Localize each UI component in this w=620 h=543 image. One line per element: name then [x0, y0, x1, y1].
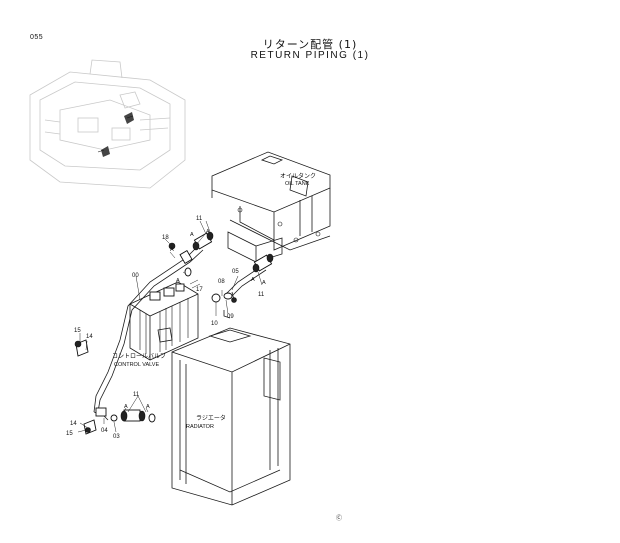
callout-a-5: A: [251, 277, 255, 283]
callout-11-right: 11: [258, 292, 265, 298]
radiator-label-jp: ラジエータ: [196, 414, 226, 422]
callout-15-lower: 15: [66, 431, 73, 437]
callout-15-upper: 15: [74, 328, 81, 334]
radiator: ラジエータ RADIATOR: [171, 327, 291, 506]
callout-11-top: 11: [196, 216, 203, 222]
title-english: RETURN PIPING (1): [250, 50, 370, 61]
callout-a-4: A: [176, 278, 180, 284]
leader-lines: [77, 220, 263, 433]
callout-a-7: A: [124, 404, 128, 410]
hose-top: [192, 231, 214, 251]
callout-03: 03: [113, 434, 120, 440]
control-valve: コントロールバルブ CONTROL VALVE: [112, 281, 199, 368]
callout-a-2: A: [206, 229, 210, 235]
clamp-lower: [83, 419, 97, 435]
page-number: 055: [30, 34, 44, 41]
oil-tank: オイルタンク OIL TANK: [211, 151, 331, 263]
callout-17: 17: [196, 287, 203, 293]
hose-bottom: [120, 409, 156, 423]
callout-11-bottom: 11: [133, 392, 140, 398]
callouts: 11 A A 18 A 00 A 17 05 A A 11 08 09 10 1…: [66, 216, 266, 440]
callout-a-8: A: [146, 404, 150, 410]
tank-return-pipe: [223, 265, 267, 300]
control-valve-label-jp: コントロールバルブ: [112, 352, 166, 360]
oil-tank-label-en: OIL TANK: [285, 181, 310, 187]
title-japanese: リターン配管 (1): [262, 38, 358, 51]
callout-a-6: A: [262, 280, 266, 286]
callout-00: 00: [132, 273, 139, 279]
callout-18: 18: [162, 235, 169, 241]
pipe-fittings: [95, 250, 231, 422]
machine-overview-ghost: [29, 59, 186, 189]
callout-05: 05: [232, 269, 239, 275]
callout-09: 09: [227, 314, 234, 320]
hose-right: [252, 253, 274, 273]
radiator-label-en: RADIATOR: [186, 424, 214, 430]
control-valve-label-en: CONTROL VALVE: [114, 362, 159, 368]
callout-a-3: A: [170, 247, 174, 253]
callout-14-upper: 14: [86, 334, 93, 340]
callout-14-lower: 14: [70, 421, 77, 427]
oil-tank-label-jp: オイルタンク: [280, 172, 316, 180]
callout-04: 04: [101, 428, 108, 434]
footer-mark: Ⓒ: [336, 514, 342, 522]
callout-a-1: A: [190, 232, 194, 238]
callout-10: 10: [211, 321, 218, 327]
clamp-upper: [74, 339, 89, 357]
callout-08: 08: [218, 279, 225, 285]
